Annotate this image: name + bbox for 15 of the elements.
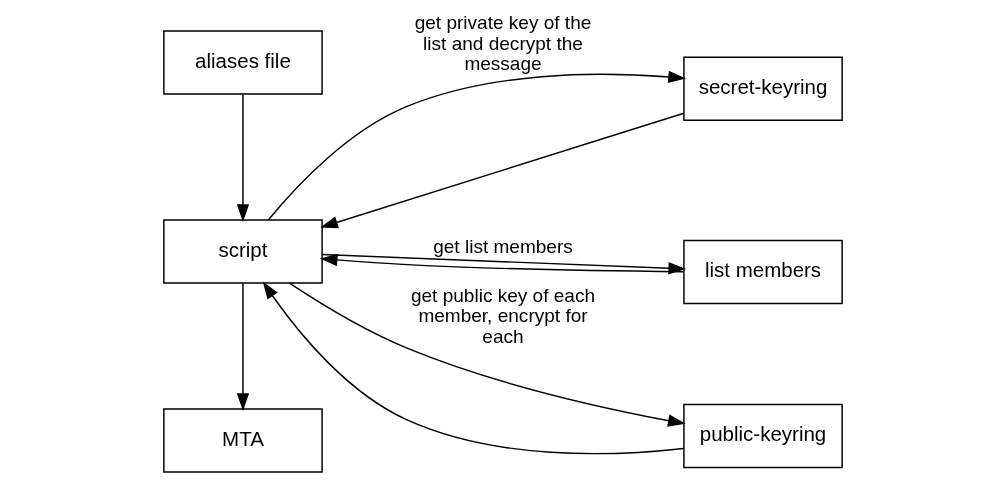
node-box: secret-keyring <box>683 56 843 122</box>
edge-label: get list members <box>433 236 573 258</box>
node-box: list members <box>683 239 843 305</box>
arrow <box>288 282 686 427</box>
arrow <box>236 282 250 411</box>
node-box: MTA <box>163 408 323 473</box>
arrow <box>262 281 685 455</box>
arrow <box>267 70 686 221</box>
node-box: aliases file <box>163 30 323 95</box>
arrow <box>236 93 250 222</box>
node-box: public-keyring <box>683 403 843 469</box>
edge-label: get private key of the list and decrypt the message <box>414 12 592 75</box>
arrow <box>320 112 685 229</box>
node-box: script <box>163 219 323 284</box>
edge-label: get public key of each member, encrypt for each <box>410 284 596 347</box>
